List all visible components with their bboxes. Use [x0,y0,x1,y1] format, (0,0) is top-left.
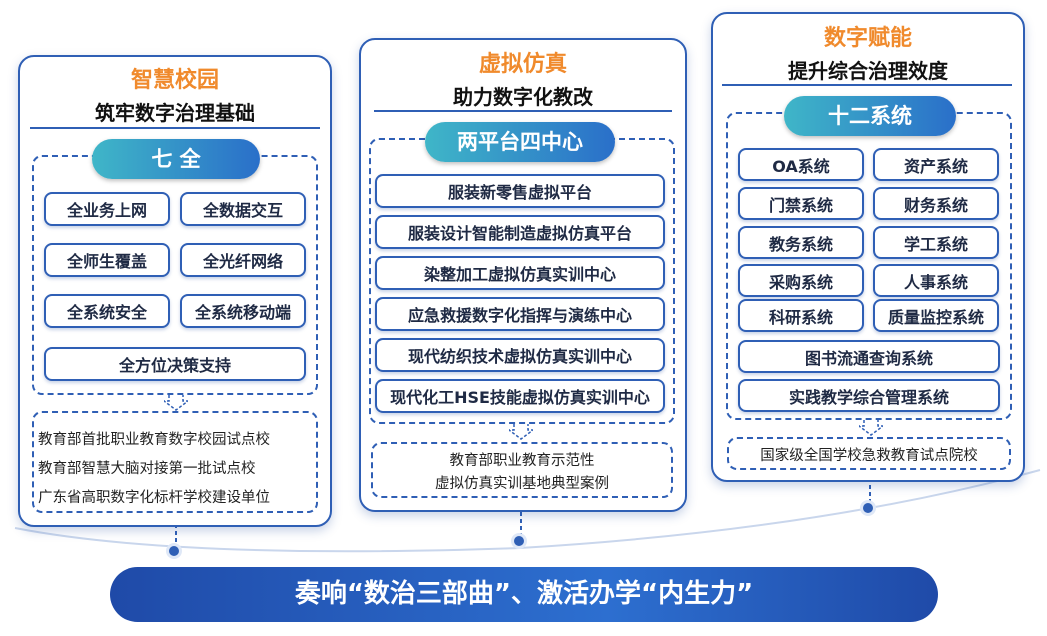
panel-2-notes-box [371,442,673,498]
panel-1-pill: 七 全 [92,139,260,179]
panel-3-notes-box [727,437,1011,470]
panel-1-note: 广东省高职数字化标杆学校建设单位 [38,490,270,506]
item-student-affairs-system: 学工系统 [873,226,999,259]
panel-3-divider [722,84,1012,86]
item-all-fiber-network: 全光纤网络 [180,243,306,277]
panel-3-pill: 十二系统 [784,96,956,136]
item-oa-system: OA系统 [738,148,864,181]
item-quality-monitor-system: 质量监控系统 [873,299,999,332]
item-all-data-exchange: 全数据交互 [180,192,306,226]
panel-3-title: 数字赋能 [823,26,912,51]
panel-3-arrow-icon [859,420,883,436]
panel-2-arrow-icon [509,424,533,440]
timeline-dot [511,533,527,549]
bottom-banner: 奏响“数治三部曲”、激活办学“内生力” [110,567,938,622]
item-dyeing-center: 染整加工虚拟仿真实训中心 [375,256,665,290]
item-finance-system: 财务系统 [873,187,999,220]
panel-1-title: 智慧校园 [130,68,219,93]
item-all-business-online: 全业务上网 [44,192,170,226]
item-research-system: 科研系统 [738,299,864,332]
item-emergency-center: 应急救援数字化指挥与演练中心 [375,297,665,331]
panel-smart-campus [18,55,332,527]
panel-2-subtitle: 助力数字化教改 [453,85,593,109]
panel-2-pill: 两平台四中心 [425,122,615,162]
panel-2-note: 虚拟仿真实训基地典型案例 [435,476,609,492]
panel-2-title: 虚拟仿真 [478,52,567,77]
item-procurement-system: 采购系统 [738,264,864,297]
item-fashion-design-platform: 服装设计智能制造虚拟仿真平台 [375,215,665,249]
item-fashion-retail-platform: 服装新零售虚拟平台 [375,174,665,208]
panel-2-note: 教育部职业教育示范性 [449,453,595,469]
item-all-system-mobile: 全系统移动端 [180,294,306,328]
panel-3-subtitle: 提升综合治理效度 [788,59,948,83]
item-textile-center: 现代纺织技术虚拟仿真实训中心 [375,338,665,372]
panel-1-divider [30,127,320,129]
item-library-system: 图书流通查询系统 [738,340,1000,373]
timeline-dot [166,543,182,559]
item-all-decision-support: 全方位决策支持 [44,347,306,381]
item-academic-system: 教务系统 [738,226,864,259]
panel-2-divider [374,110,672,112]
item-all-teacher-student-coverage: 全师生覆盖 [44,243,170,277]
item-all-system-security: 全系统安全 [44,294,170,328]
panel-1-note: 教育部首批职业教育数字校园试点校 [38,432,270,448]
item-access-system: 门禁系统 [738,187,864,220]
panel-1-notes-box [32,411,318,513]
timeline-dot [860,500,876,516]
item-hr-system: 人事系统 [873,264,999,297]
panel-1-arrow-icon [164,395,188,411]
panel-1-note: 教育部智慧大脑对接第一批试点校 [38,461,256,477]
item-practice-teaching-system: 实践教学综合管理系统 [738,379,1000,412]
panel-3-note: 国家级全国学校急救教育试点院校 [760,448,978,464]
item-chemical-hse-center: 现代化工HSE技能虚拟仿真实训中心 [375,379,665,413]
panel-1-subtitle: 筑牢数字治理基础 [95,101,255,125]
item-asset-system: 资产系统 [873,148,999,181]
